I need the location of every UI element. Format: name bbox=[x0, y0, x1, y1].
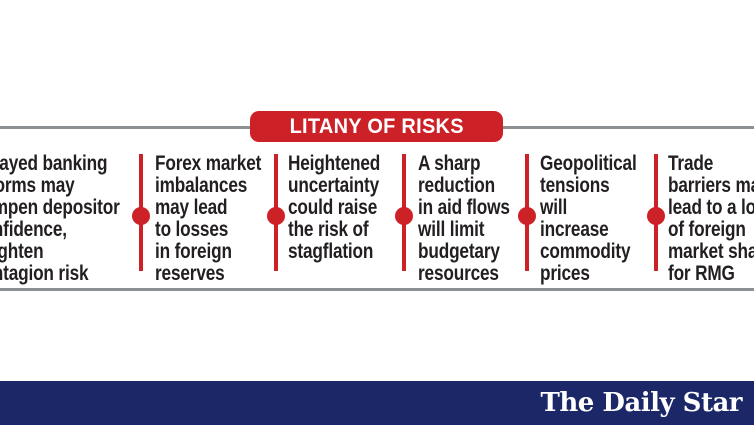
timeline-dot bbox=[132, 206, 150, 225]
risk-item-banking-reforms: Delayed banking reforms may dampen depos… bbox=[0, 152, 120, 285]
risk-item-trade-barriers: Trade barriers may lead to a loss of for… bbox=[668, 152, 754, 285]
timeline-dot bbox=[395, 206, 413, 225]
separator-line bbox=[267, 154, 285, 271]
bottom-rule bbox=[0, 288, 754, 291]
timeline-dot bbox=[518, 206, 536, 225]
risk-item-aid-flows: A sharp reduction in aid flows will limi… bbox=[418, 152, 510, 285]
risk-item-forex-imbalances: Forex market imbalances may lead to loss… bbox=[155, 152, 262, 285]
separator-line bbox=[132, 154, 150, 271]
risk-item-geopolitical-tensions: Geopolitical tensions will increase comm… bbox=[540, 152, 637, 285]
risk-item-stagflation: Heightened uncertainty could raise the r… bbox=[288, 152, 381, 263]
footer-bar: The Daily Star bbox=[0, 381, 754, 425]
separator-line bbox=[395, 154, 413, 271]
separator-line bbox=[646, 154, 665, 271]
daily-star-logo: The Daily Star bbox=[540, 388, 743, 418]
timeline-dot bbox=[646, 206, 665, 225]
timeline-dot bbox=[267, 206, 285, 225]
separator-line bbox=[518, 154, 536, 271]
risks-banner: LITANY OF RISKS bbox=[250, 111, 503, 142]
banner-title: LITANY OF RISKS bbox=[289, 114, 464, 138]
